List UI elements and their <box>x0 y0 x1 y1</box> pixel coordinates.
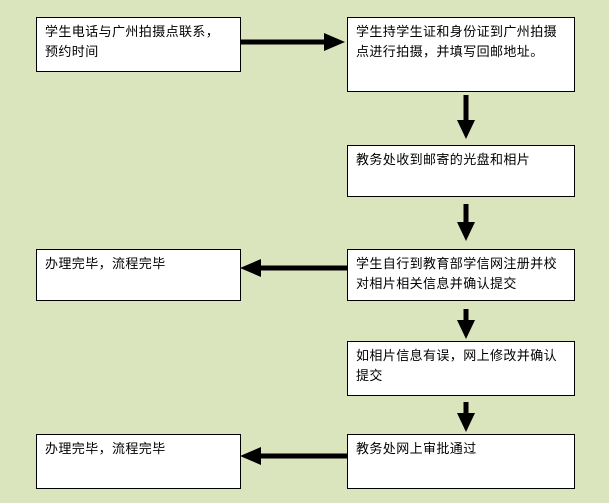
step-fix-photo-info-label: 如相片信息有误，网上修改并确认提交 <box>356 349 558 384</box>
arrow-down-2 <box>457 204 475 241</box>
step-academic-office-receives: 教务处收到邮寄的光盘和相片 <box>347 145 575 197</box>
step-finished-2-label: 办理完毕，流程完毕 <box>45 442 166 457</box>
step-take-photo-label: 学生持学生证和身份证到广州拍摄点进行拍摄，并填写回邮地址。 <box>356 25 558 60</box>
step-register-chsi-label: 学生自行到教育部学信网注册并校对相片相关信息并确认提交 <box>356 257 558 292</box>
step-online-approval-label: 教务处网上审批通过 <box>356 442 477 457</box>
step-online-approval: 教务处网上审批通过 <box>347 434 575 489</box>
arrow-left-2 <box>240 447 347 465</box>
arrow-left-1 <box>240 259 347 277</box>
step-contact-photo-point: 学生电话与广州拍摄点联系，预约时间 <box>36 17 241 72</box>
step-finished-1: 办理完毕，流程完毕 <box>36 249 241 301</box>
step-fix-photo-info: 如相片信息有误，网上修改并确认提交 <box>347 341 575 396</box>
arrow-down-3 <box>457 309 475 339</box>
step-finished-2: 办理完毕，流程完毕 <box>36 434 241 489</box>
step-register-chsi: 学生自行到教育部学信网注册并校对相片相关信息并确认提交 <box>347 249 575 301</box>
arrow-down-4 <box>457 402 475 432</box>
arrow-down-1 <box>457 95 475 139</box>
step-finished-1-label: 办理完毕，流程完毕 <box>45 257 166 272</box>
step-contact-photo-point-label: 学生电话与广州拍摄点联系，预约时间 <box>45 25 220 60</box>
arrow-right-1 <box>241 33 345 51</box>
step-academic-office-receives-label: 教务处收到邮寄的光盘和相片 <box>356 153 531 168</box>
step-take-photo: 学生持学生证和身份证到广州拍摄点进行拍摄，并填写回邮地址。 <box>347 17 575 92</box>
